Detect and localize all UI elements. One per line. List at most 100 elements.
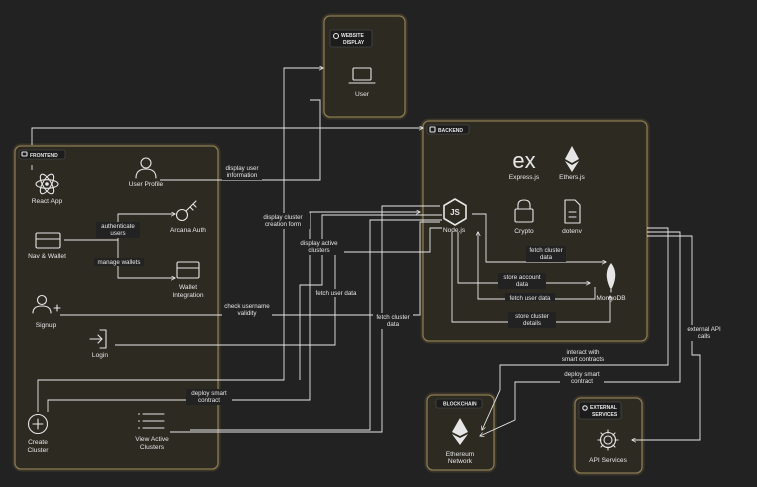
label-fetch-cluster-data-2b: data xyxy=(540,254,553,261)
label-interact-smart-contracts-2: smart contracts xyxy=(562,356,604,363)
node-mongodb: MongoDB xyxy=(596,263,626,302)
node-login: Login xyxy=(89,329,108,359)
label-display-user-info-2: information xyxy=(227,172,258,179)
edge-fetch-user-data-1 xyxy=(115,227,442,346)
website-display-label-2: DISPLAY xyxy=(343,40,365,46)
svg-text:JS: JS xyxy=(450,208,460,217)
label-fetch-user-data-2: fetch user data xyxy=(510,295,551,302)
node-ethers: Ethers.js xyxy=(559,146,586,181)
connectors xyxy=(31,68,701,440)
blockchain-label: BLOCKCHAIN xyxy=(443,402,477,408)
edge-display-cluster-form xyxy=(37,68,323,412)
edge-fetch-cluster-data-1 xyxy=(190,219,442,431)
label-deploy-smart-contract-1a: deploy smart xyxy=(191,390,227,397)
label-deploy-smart-contract-2b: contract xyxy=(571,378,593,385)
nodejs-icon: JS xyxy=(443,198,467,226)
label-store-account-data-2: data xyxy=(516,281,529,288)
node-dotenv: dotenv xyxy=(562,199,583,235)
nav-wallet-label: Nav & Wallet xyxy=(28,253,66,260)
login-icon xyxy=(89,329,107,349)
react-app-label: React App xyxy=(32,198,63,205)
label-fetch-cluster-data-1b: data xyxy=(387,321,400,328)
mongodb-leaf-icon xyxy=(606,263,616,293)
signup-label: Signup xyxy=(36,322,57,329)
node-crypto: Crypto xyxy=(514,199,534,235)
api-services-label: API Services xyxy=(589,457,627,464)
edge-interact-smart-contracts xyxy=(482,227,669,430)
label-deploy-smart-contract-1b: contract xyxy=(198,397,220,404)
mongodb-label: MongoDB xyxy=(596,295,626,302)
node-wallet-integration: Wallet Integration xyxy=(172,261,204,299)
edge-frontend-to-backend xyxy=(31,128,423,145)
gear-icon xyxy=(597,429,619,451)
ethereum-network-label-2: Network xyxy=(448,458,473,465)
node-api-services: API Services xyxy=(589,429,628,464)
external-services-label-1: EXTERNAL xyxy=(590,405,617,411)
node-user: User xyxy=(348,67,376,98)
external-services-label-2: SERVICES xyxy=(592,412,618,418)
label-manage-wallets: manage wallets xyxy=(98,259,141,266)
label-display-active-clusters-1: display active xyxy=(300,240,338,247)
monitor-icon xyxy=(21,151,28,157)
file-icon xyxy=(564,199,581,224)
create-cluster-label-1: Create xyxy=(28,439,48,446)
key-icon xyxy=(175,200,197,222)
wallet-integration-label-1: Wallet xyxy=(179,284,197,291)
arcana-auth-label: Arcana Auth xyxy=(170,227,206,234)
edge-external-api-calls xyxy=(632,235,701,440)
website-display-label-1: WEBSITE xyxy=(341,33,364,39)
wallet-icon xyxy=(35,232,61,249)
label-display-cluster-form-2: creation form xyxy=(265,221,301,228)
label-store-account-data-1: store account xyxy=(503,274,540,281)
label-display-active-clusters-2: clusters xyxy=(308,247,329,254)
edge-labels: display user information authenticate us… xyxy=(94,165,724,405)
user-label: User xyxy=(355,91,370,98)
lock-icon xyxy=(514,199,534,223)
login-label: Login xyxy=(92,352,108,359)
server-icon xyxy=(429,126,436,133)
globe-icon xyxy=(332,32,340,40)
label-display-cluster-form-1: display cluster xyxy=(263,214,302,221)
dotenv-label: dotenv xyxy=(562,228,583,235)
express-icon: ex xyxy=(512,148,535,173)
ethereum-icon xyxy=(565,146,579,172)
ethereum-network-label-1: Ethereum xyxy=(446,451,475,458)
label-store-cluster-details-1: store cluster xyxy=(515,313,549,320)
label-display-user-info-1: display user xyxy=(225,165,258,172)
user-icon xyxy=(135,157,157,179)
react-icon xyxy=(35,173,59,195)
label-external-api-calls-1: external API xyxy=(687,326,721,333)
node-express: ex Express.js xyxy=(509,148,540,181)
label-store-cluster-details-2: details xyxy=(523,320,541,327)
node-nav-wallet: Nav & Wallet xyxy=(28,232,66,260)
edge-display-active-clusters xyxy=(299,214,442,380)
user-profile-label: User Profile xyxy=(129,181,164,188)
create-cluster-label-2: Cluster xyxy=(28,447,50,454)
backend-group: BACKEND xyxy=(420,118,650,344)
node-view-active-clusters: View Active Clusters xyxy=(135,413,169,451)
list-icon xyxy=(138,413,165,429)
ethers-label: Ethers.js xyxy=(559,174,585,181)
express-label: Express.js xyxy=(509,174,540,181)
label-check-username-1: check username xyxy=(224,303,270,310)
backend-label: BACKEND xyxy=(438,128,463,134)
node-react-app: React App xyxy=(32,173,63,205)
crypto-label: Crypto xyxy=(514,228,534,235)
node-create-cluster: Create Cluster xyxy=(28,413,50,454)
cloud-icon xyxy=(582,405,588,411)
wallet-integration-icon xyxy=(176,261,200,279)
label-deploy-smart-contract-2a: deploy smart xyxy=(564,371,600,378)
nodejs-label: Node.js xyxy=(443,227,466,234)
edge-manage-wallets xyxy=(117,240,175,278)
view-active-clusters-label-1: View Active xyxy=(135,436,169,443)
ethereum-network-icon xyxy=(452,418,468,445)
label-fetch-user-data-1: fetch user data xyxy=(316,290,357,297)
node-arcana-auth: Arcana Auth xyxy=(170,200,206,234)
frontend-label: FRONTEND xyxy=(30,153,58,159)
label-external-api-calls-2: calls xyxy=(698,333,710,340)
view-active-clusters-label-2: Clusters xyxy=(140,444,165,451)
node-signup: Signup xyxy=(32,294,61,329)
frontend-group: FRONTEND xyxy=(12,143,221,472)
label-interact-smart-contracts-1: interact with xyxy=(566,349,600,356)
